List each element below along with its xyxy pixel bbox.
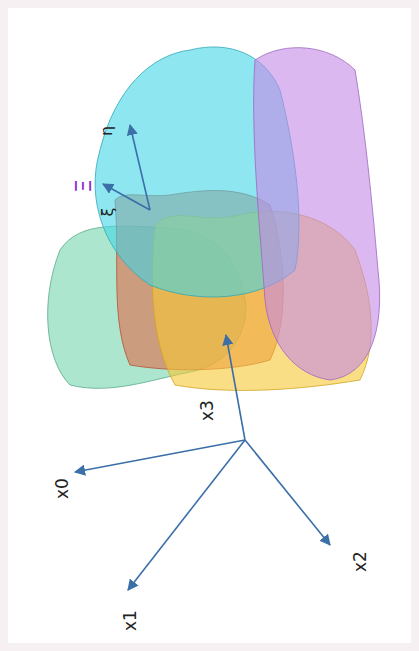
axis-label: x1: [121, 610, 138, 631]
coordinate-label: ξ: [100, 207, 116, 216]
axis-label: x0: [53, 478, 70, 499]
manifold-label: Ξ: [73, 179, 95, 193]
axis-label: x2: [351, 551, 368, 572]
coordinate-label: η: [99, 126, 115, 136]
axis-label: x3: [198, 400, 215, 421]
